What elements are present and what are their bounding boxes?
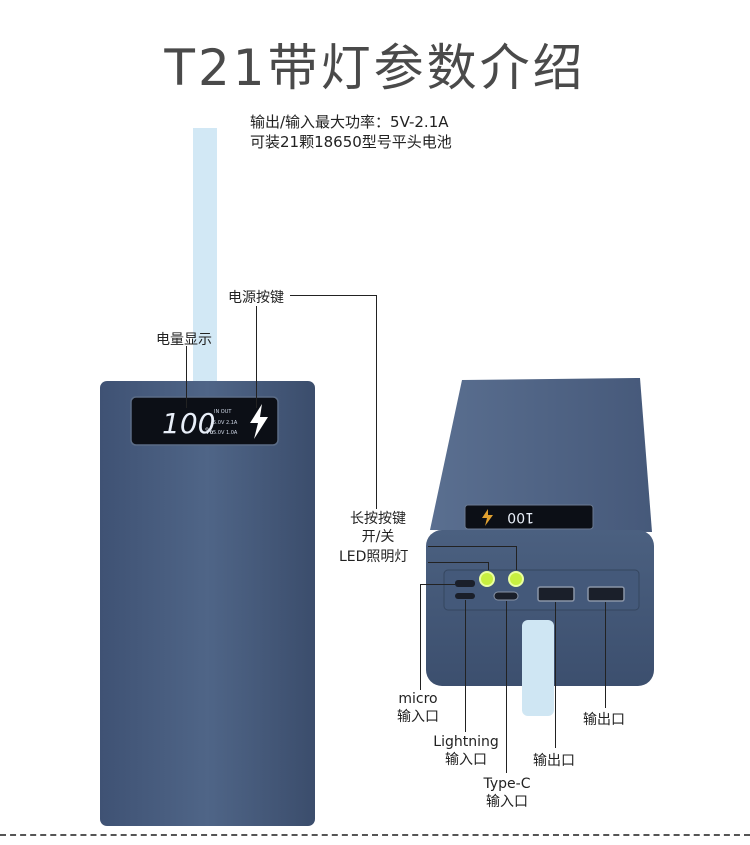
usb-output-port-1 (537, 586, 575, 602)
callout-led-v2 (488, 562, 489, 570)
callout-lightning-v (465, 600, 466, 732)
dashed-divider (0, 834, 750, 836)
display-spec-b: 5.0V 1.0A (213, 430, 238, 436)
led-light-1 (479, 571, 495, 587)
display-percent: 100 (162, 407, 215, 440)
label-typec: Type-C 输入口 (474, 775, 540, 811)
powerbank-right-top (430, 378, 652, 532)
display-in-out: IN OUT (214, 409, 232, 415)
label-lightning-line2: 输入口 (445, 752, 487, 768)
label-output-2: 输出口 (583, 712, 625, 728)
lightning-bolt-icon (250, 404, 268, 439)
led-light-2 (508, 571, 524, 587)
label-long-press-line1: 长按按键 (350, 511, 406, 527)
callout-led-h (428, 546, 516, 547)
lightning-port (455, 593, 475, 599)
label-output-1: 输出口 (533, 753, 575, 769)
label-lightning: Lightning 输入口 (426, 733, 506, 769)
typec-port (493, 591, 519, 601)
label-micro-line1: micro (398, 691, 438, 707)
right-display-percent: 100 (507, 509, 534, 525)
callout-display-v (186, 346, 187, 408)
callout-output1-v (555, 602, 556, 748)
right-screen-bolt-icon (482, 509, 493, 526)
specs-block: 输出/输入最大功率：5V-2.1A 可装21颗18650型号平头电池 (250, 112, 452, 152)
label-micro: micro 输入口 (390, 690, 446, 726)
lanyard-left (193, 128, 217, 390)
spec-power: 输出/输入最大功率：5V-2.1A (250, 113, 449, 131)
callout-output2-v (605, 602, 606, 708)
display-percent-sign: % (205, 427, 214, 437)
label-lightning-line1: Lightning (433, 734, 499, 750)
display-spec-a: 5.0V 2.1A (213, 420, 238, 426)
powerbank-left-screen (130, 396, 279, 446)
callout-power-bank-v (256, 306, 257, 408)
callout-led-v1 (516, 546, 517, 570)
label-power-button: 电源按键 (228, 290, 284, 306)
label-long-press-line2: 开/关 (361, 529, 395, 545)
callout-power-v (376, 295, 377, 509)
label-battery-display: 电量显示 (156, 332, 212, 348)
callout-micro-v (420, 584, 421, 690)
label-typec-line1: Type-C (483, 776, 531, 792)
callout-micro-h (420, 584, 455, 585)
usb-output-port-2 (587, 586, 625, 602)
label-micro-line2: 输入口 (397, 709, 439, 725)
lanyard-right (522, 620, 554, 716)
powerbank-right-top-screen (464, 504, 594, 530)
callout-power-h (290, 295, 376, 296)
micro-port (455, 580, 475, 587)
powerbank-left-body (100, 381, 315, 826)
spec-battery: 可装21颗18650型号平头电池 (250, 133, 452, 151)
label-typec-line2: 输入口 (486, 794, 528, 810)
label-led-light: LED照明灯 (339, 549, 409, 565)
page-title: T21带灯参数介绍 (164, 39, 586, 97)
callout-typec-v (506, 601, 507, 773)
label-long-press: 长按按键 开/关 (340, 510, 416, 546)
callout-led-h2 (428, 562, 488, 563)
